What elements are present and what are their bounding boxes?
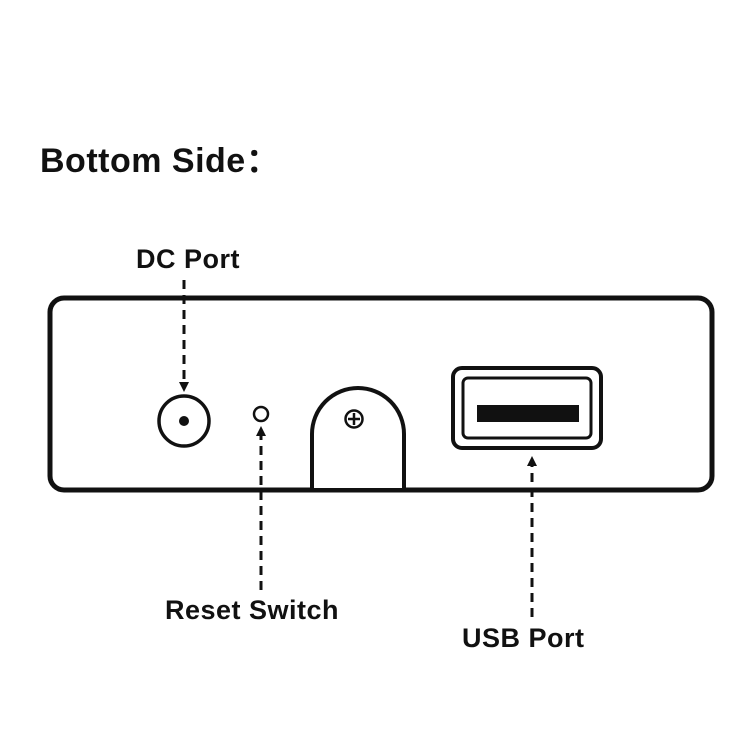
reset-switch-hole: [252, 405, 270, 423]
usb-port-label: USB Port: [462, 623, 585, 653]
dc-port-label: DC Port: [136, 244, 240, 274]
dc-port: [157, 394, 211, 448]
page-title: Bottom Side：: [40, 142, 281, 180]
reset-switch-label: Reset Switch: [165, 595, 340, 625]
usb-port: [451, 366, 603, 450]
screw-mount: [310, 386, 406, 488]
screw-icon: [344, 409, 364, 429]
